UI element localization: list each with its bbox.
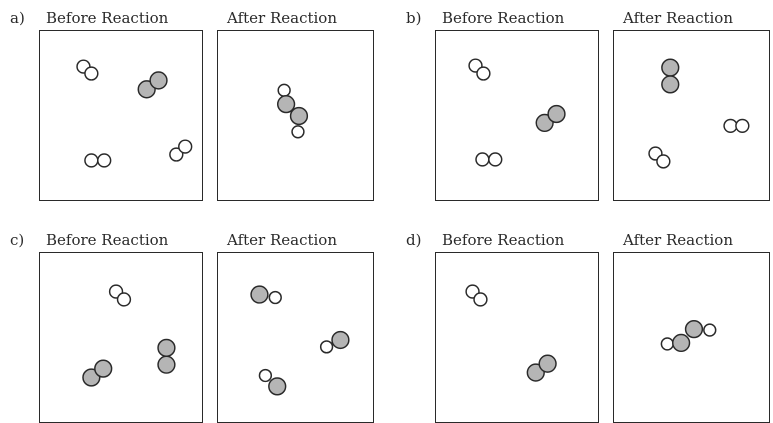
gray-atom: [331, 330, 350, 350]
gray-atom: [661, 58, 680, 77]
white-atom: [268, 290, 282, 305]
before-title: Before Reaction: [442, 9, 565, 27]
gray-atom: [684, 319, 704, 339]
before-title: Before Reaction: [46, 231, 169, 249]
gray-atom: [157, 355, 176, 374]
white-atom: [473, 292, 488, 307]
white-atom: [116, 292, 132, 307]
after-box: [613, 252, 770, 423]
gray-atom: [94, 359, 113, 378]
white-atom: [169, 147, 184, 162]
gray-atom: [661, 75, 680, 94]
white-atom: [291, 125, 305, 139]
panel-c: c) Before Reaction After Reaction: [0, 222, 377, 423]
white-atom: [258, 368, 273, 383]
gray-atom: [268, 377, 287, 396]
white-atom: [97, 153, 112, 168]
gray-atom: [149, 71, 168, 90]
white-atom: [488, 152, 503, 167]
before-title: Before Reaction: [46, 9, 169, 27]
before-box: [39, 30, 203, 201]
white-atom: [84, 66, 99, 81]
panel-letter: a): [10, 9, 25, 27]
white-atom: [723, 118, 738, 134]
gray-atom: [289, 106, 309, 126]
after-box: [613, 30, 770, 201]
gray-atom: [276, 95, 296, 114]
after-title: After Reaction: [623, 231, 733, 249]
before-box: [435, 252, 599, 423]
panel-b: b) Before Reaction After Reaction: [396, 0, 773, 201]
white-atom: [178, 139, 193, 154]
white-atom: [475, 152, 490, 167]
white-atom: [476, 66, 491, 81]
before-title: Before Reaction: [442, 231, 565, 249]
before-box: [39, 252, 203, 423]
panel-letter: d): [406, 231, 422, 249]
gray-atom: [250, 285, 269, 304]
gray-atom: [547, 104, 566, 124]
gray-atom: [157, 338, 176, 358]
after-title: After Reaction: [227, 9, 337, 27]
before-box: [435, 30, 599, 201]
panel-letter: b): [406, 9, 422, 27]
white-atom: [703, 323, 717, 337]
white-atom: [277, 83, 291, 97]
white-atom: [319, 340, 334, 354]
white-atom: [656, 154, 671, 169]
panel-letter: c): [10, 231, 25, 249]
after-title: After Reaction: [227, 231, 337, 249]
gray-atom: [538, 354, 557, 373]
gray-atom: [672, 333, 691, 353]
white-atom: [735, 118, 750, 134]
after-box: [217, 252, 374, 423]
white-atom: [660, 337, 674, 351]
after-box: [217, 30, 374, 201]
after-title: After Reaction: [623, 9, 733, 27]
panel-a: a) Before Reaction After Reaction: [0, 0, 377, 201]
white-atom: [84, 153, 99, 168]
panel-d: d) Before Reaction After Reaction: [396, 222, 773, 423]
